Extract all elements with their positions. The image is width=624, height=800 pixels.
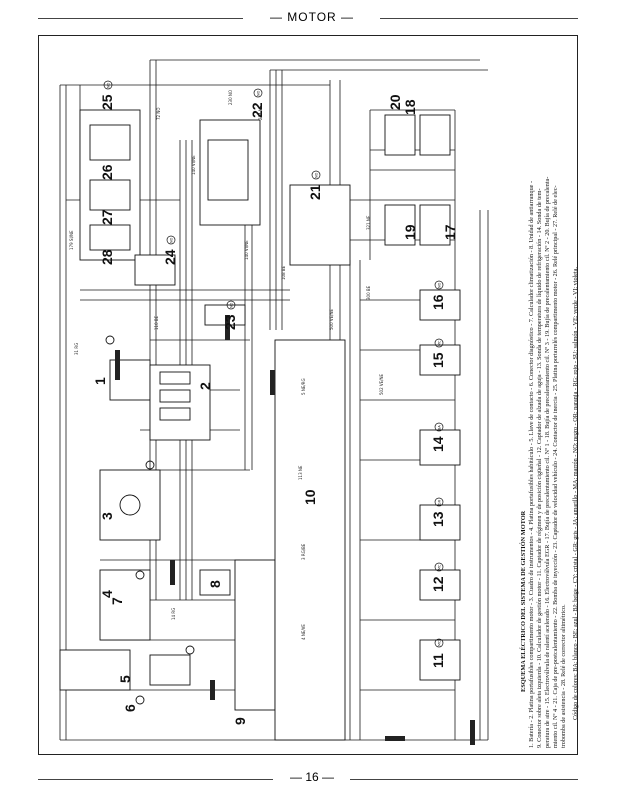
component-number: 24: [162, 249, 178, 265]
component-number: 13: [430, 511, 446, 527]
wire-label: 140 VI/NE: [244, 240, 249, 260]
component-number: 3: [99, 512, 115, 520]
connector-color-tag: NO: [315, 172, 319, 178]
wire-label: 108 BE: [281, 265, 286, 280]
connector-color-tag: MC: [438, 340, 442, 346]
connector-color-badge: [103, 80, 113, 90]
connector-color-badge: [434, 562, 444, 572]
component-number: 8: [207, 580, 223, 588]
connector-color-tag: MC: [438, 640, 442, 646]
legend-line: peratura de aire - 15. Electroválvula de…: [544, 176, 551, 748]
connector-color-badge: [434, 497, 444, 507]
connector-color-badge: [226, 300, 236, 310]
wire-label: 179 SI/NE: [69, 230, 74, 250]
wire-label: 5 NE/RG: [301, 378, 306, 395]
footer-rule-left: [38, 779, 273, 780]
legend-heading: ESQUEMA ELÉCTRICO DEL SISTEMA DE GESTIÓN…: [520, 510, 527, 692]
connector-color-tag: BA: [438, 425, 442, 430]
legend-line: 1. Batería - 2. Platina portafusibles co…: [528, 180, 535, 748]
component-number: 6: [122, 704, 138, 712]
wire-label: 110 BE: [154, 315, 159, 330]
connector-color-badge: [434, 638, 444, 648]
wire-label: 4 NE/VE: [301, 624, 306, 640]
connector-color-tag: GR: [438, 499, 442, 505]
legend-line: trobomba de asistencia - 28. Relé de cor…: [560, 604, 567, 748]
wire-label: 502 VE/NE: [379, 373, 384, 395]
component-number: 28: [99, 249, 115, 265]
component-number: 2: [197, 382, 213, 390]
page-footer: — 16 —: [0, 770, 624, 790]
component-number: 22: [249, 102, 265, 118]
connector-color-tag: NO: [230, 302, 234, 308]
connector-color-badge: [434, 422, 444, 432]
connector-color-badge: [434, 338, 444, 348]
component-number: 1: [92, 377, 108, 385]
component-number: 20: [387, 94, 403, 110]
wire-label: 300 BE: [366, 285, 371, 300]
component-number: 14: [430, 436, 446, 452]
page-number: — 16 —: [283, 770, 340, 784]
diagram-frame: [38, 35, 578, 755]
connector-color-badge: [166, 235, 176, 245]
component-number: 27: [99, 209, 115, 225]
connector-color-tag: MC: [438, 564, 442, 570]
component-number: 19: [402, 224, 418, 240]
wire-label: 14 RG: [171, 608, 176, 620]
component-number: 7: [109, 597, 125, 605]
component-number: 5: [117, 675, 133, 683]
connector-color-tag: NO: [438, 282, 442, 288]
component-number: 12: [430, 576, 446, 592]
legend-line: 9. Conector sobre aleta izquierda - 10. …: [536, 188, 543, 748]
connector-color-tag: NO: [170, 237, 174, 243]
component-number: 17: [442, 224, 458, 240]
component-number: 9: [232, 717, 248, 725]
component-number: 11: [430, 653, 446, 668]
header-rule-right: [380, 18, 578, 19]
wire-label: 3 RG/BE: [301, 543, 306, 560]
wire-label: 214 NE: [258, 105, 263, 120]
section-title: — MOTOR —: [263, 10, 361, 24]
connector-color-badge: [434, 280, 444, 290]
footer-rule-right: [350, 779, 578, 780]
wire-label: 500 VE/NE: [329, 308, 334, 330]
wire-label: 31 RG: [74, 343, 79, 355]
component-number: 23: [222, 314, 238, 330]
page-header: — MOTOR —: [0, 8, 624, 30]
wire-label: 321 NE: [366, 215, 371, 230]
component-number: 26: [99, 164, 115, 180]
connector-color-badge: [253, 88, 263, 98]
component-number: 15: [430, 352, 446, 368]
component-number: 25: [99, 94, 115, 110]
wire-label: 113 NE: [298, 465, 303, 480]
component-number: 18: [402, 99, 418, 115]
component-number: 16: [430, 294, 446, 310]
connector-color-tag: NO: [257, 90, 261, 96]
component-number: 21: [307, 184, 323, 200]
color-code-legend: Código de colores: BA: blanco - BE: azul…: [572, 266, 579, 720]
legend-line: miento cil. Nº 4 - 21. Caja de pre-postc…: [552, 185, 559, 748]
component-number: 4: [99, 590, 115, 598]
wire-label: 72 NO: [156, 107, 161, 120]
connector-color-tag: NO: [107, 82, 111, 88]
component-number: 10: [302, 489, 318, 505]
connector-color-badge: [311, 170, 321, 180]
wire-label: 140 VI/NE: [191, 155, 196, 175]
header-rule-left: [38, 18, 243, 19]
wire-label: 230 NO: [228, 90, 233, 105]
